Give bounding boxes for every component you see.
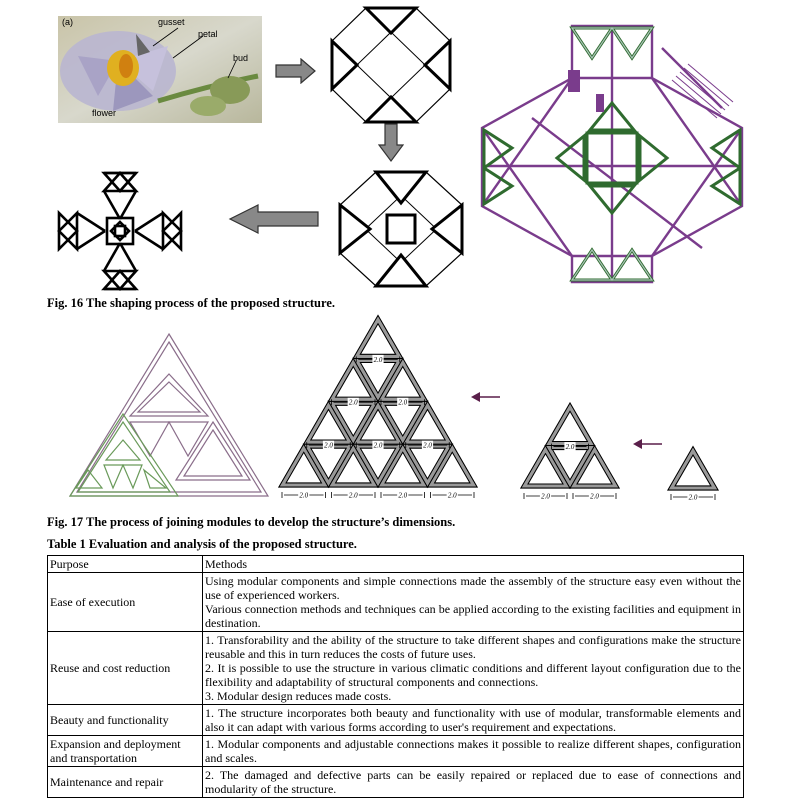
method-line: Using modular components and simple conn… — [205, 574, 741, 602]
dimension-label: 2.0 — [299, 491, 308, 499]
table1-caption: Table 1 Evaluation and analysis of the p… — [47, 537, 357, 552]
arrow-left-small-icon — [632, 437, 664, 451]
arrow-down-icon — [378, 123, 404, 163]
dimension-label: 2.0 — [689, 493, 698, 501]
methods-cell: Using modular components and simple conn… — [203, 573, 744, 632]
table-row: Beauty and functionality 1. The structur… — [48, 705, 744, 736]
four-module-triangle-diagram: 2.0 2.0 2.0 — [517, 400, 627, 504]
methods-cell: 1. The structure incorporates both beaut… — [203, 705, 744, 736]
purpose-cell: Beauty and functionality — [48, 705, 203, 736]
method-line: 1. Modular components and adjustable con… — [205, 737, 741, 765]
table-row: Expansion and deployment and transportat… — [48, 736, 744, 767]
arrow-left-small-icon — [470, 390, 502, 404]
dimension-label: 2.0 — [398, 491, 407, 499]
fig17-caption: Fig. 17 The process of joining modules t… — [47, 515, 455, 530]
table-header-purpose: Purpose — [48, 556, 203, 573]
octagon-diagram-step1 — [330, 6, 452, 124]
sixteen-module-triangle-diagram: 2.0 2.0 2.0 2.0 2.0 2.0 2.0 2.0 2.0 2.0 — [277, 312, 481, 504]
dimension-label: 2.0 — [349, 491, 358, 499]
dimension-label: 2.0 — [374, 356, 383, 364]
method-line: 1. The structure incorporates both beaut… — [205, 706, 741, 734]
dimension-label: 2.0 — [541, 492, 550, 500]
method-line: Various connection methods and technique… — [205, 602, 741, 630]
table-row: Ease of execution Using modular componen… — [48, 573, 744, 632]
photo-leader-lines — [58, 16, 262, 123]
method-line: 3. Modular design reduces made costs. — [205, 689, 741, 703]
dimension-label: 2.0 — [374, 442, 383, 450]
cross-diagram-step3 — [57, 171, 183, 291]
dimension-label: 2.0 — [324, 442, 333, 450]
evaluation-table: Purpose Methods Ease of execution Using … — [47, 555, 744, 798]
table-header-row: Purpose Methods — [48, 556, 744, 573]
dimension-label: 2.0 — [349, 399, 358, 407]
table-row: Maintenance and repair 2. The damaged an… — [48, 767, 744, 798]
structure-plan-drawing — [472, 18, 750, 290]
arrow-left-icon — [228, 204, 320, 234]
purpose-cell: Ease of execution — [48, 573, 203, 632]
dimension-label: 2.0 — [448, 491, 457, 499]
table-row: Reuse and cost reduction 1. Transforabil… — [48, 632, 744, 705]
purpose-cell: Reuse and cost reduction — [48, 632, 203, 705]
dimension-label: 2.0 — [423, 442, 432, 450]
single-module-triangle-diagram: 2.0 — [664, 444, 724, 504]
method-line: 1. Transforability and the ability of th… — [205, 633, 741, 661]
arrow-right-icon — [275, 58, 317, 84]
methods-cell: 2. The damaged and defective parts can b… — [203, 767, 744, 798]
dimension-label: 2.0 — [398, 399, 407, 407]
octagon-diagram-step2 — [338, 170, 464, 288]
dimension-label: 2.0 — [566, 443, 575, 451]
dimension-label: 2.0 — [590, 492, 599, 500]
table-header-methods: Methods — [203, 556, 744, 573]
method-line: 2. The damaged and defective parts can b… — [205, 768, 741, 796]
overlapping-triangles-diagram — [68, 330, 272, 500]
fig16-caption: Fig. 16 The shaping process of the propo… — [47, 296, 335, 311]
purpose-cell: Maintenance and repair — [48, 767, 203, 798]
purpose-cell: Expansion and deployment and transportat… — [48, 736, 203, 767]
method-line: 2. It is possible to use the structure i… — [205, 661, 741, 689]
methods-cell: 1. Modular components and adjustable con… — [203, 736, 744, 767]
methods-cell: 1. Transforability and the ability of th… — [203, 632, 744, 705]
